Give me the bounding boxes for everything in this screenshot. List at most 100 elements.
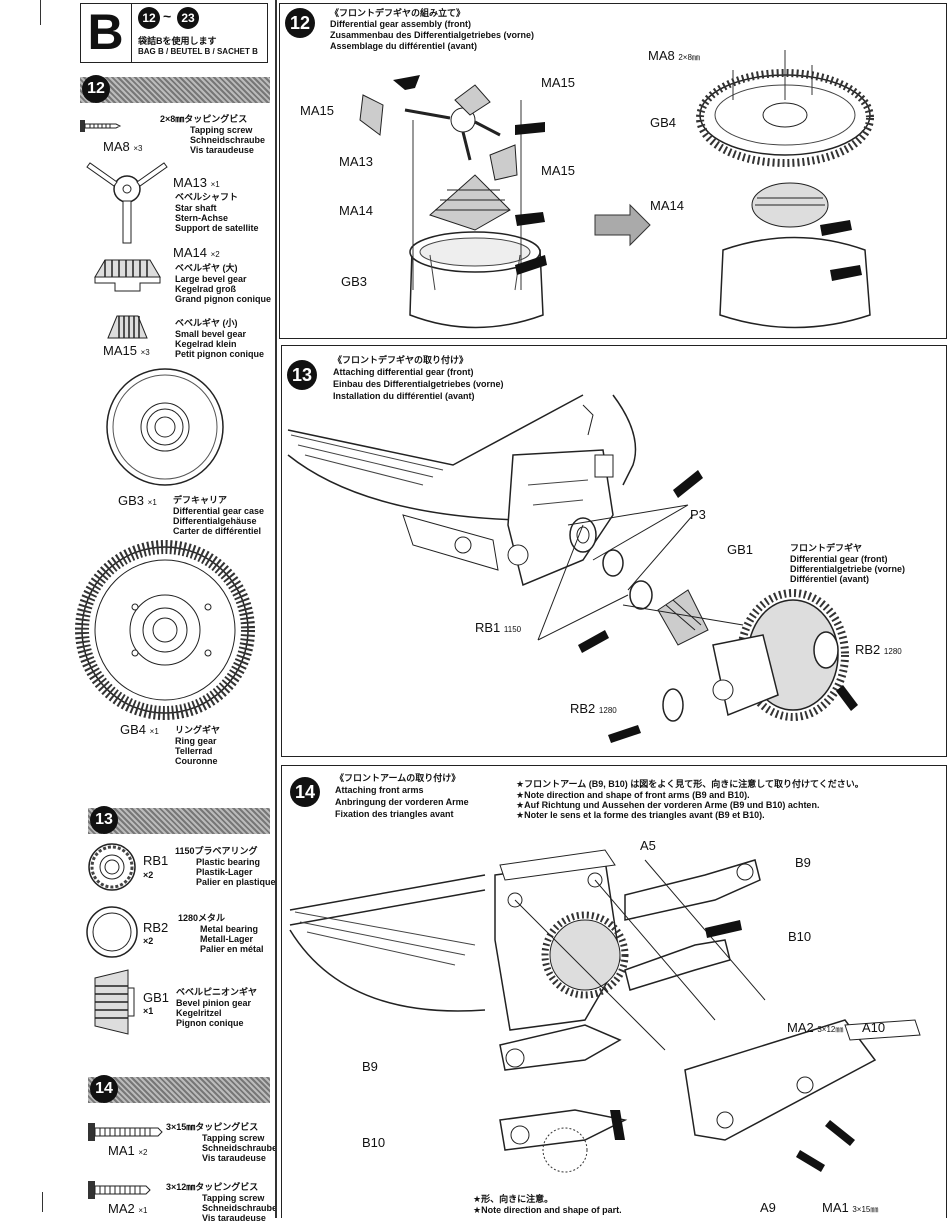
step14-label-b10a: B10: [788, 929, 812, 944]
ma8-code: MA8 ×3: [103, 139, 143, 154]
step12-panel: [279, 3, 947, 339]
gb4-ring-gear-icon: [75, 540, 255, 720]
ma1-de: Schneidschraube: [202, 1143, 278, 1153]
gb3-code: GB3 ×1: [118, 493, 157, 508]
step13-callout-jp: フロントデフギヤ: [790, 543, 863, 553]
rb1-de: Plastik-Lager: [196, 867, 253, 877]
gb1-de: Kegelritzel: [176, 1008, 222, 1018]
rb1-bearing-icon: [88, 843, 136, 891]
bag-letter-box: B: [80, 3, 132, 63]
step14-note-de: ★Auf Richtung und Aussehen der vorderen …: [516, 800, 820, 810]
rb2-fr: Palier en métal: [200, 944, 264, 954]
rb1-size: 1150プラベアリング: [175, 846, 258, 856]
step13-callout-de: Differentialgetriebe (vorne): [790, 564, 906, 574]
ma2-en: Tapping screw: [202, 1193, 265, 1203]
step14-title-de: Anbringung der vorderen Arme: [335, 797, 469, 807]
ma8-fr: Vis taraudeuse: [190, 145, 254, 155]
ma14-en: Large bevel gear: [175, 274, 247, 284]
gb1-en: Bevel pinion gear: [176, 998, 252, 1008]
step13-exploded-diagram: [287, 394, 858, 743]
step12-label-ma13: MA13: [339, 154, 373, 169]
step12-label-ma14b: MA14: [650, 198, 684, 213]
ma15-en: Small bevel gear: [175, 329, 247, 339]
ma1-size: 3×15㎜タッピングビス: [166, 1122, 259, 1132]
ma13-de: Stern-Achse: [175, 213, 229, 223]
step-range-tilde: ~: [163, 8, 172, 24]
ma15-fr: Petit pignon conique: [175, 349, 264, 359]
step13-badge: 13: [287, 360, 317, 390]
step14-label-a5: A5: [640, 838, 656, 853]
step14-badge: 14: [290, 777, 320, 807]
step13-label-p3: P3: [690, 507, 706, 522]
ma8-en: Tapping screw: [190, 125, 253, 135]
step13-callout-fr: Différentiel (avant): [790, 574, 870, 584]
ma1-fr: Vis taraudeuse: [202, 1153, 266, 1163]
step12-label-ma14a: MA14: [339, 203, 373, 218]
step14-note-fr: ★Noter le sens et la forme des triangles…: [516, 810, 765, 820]
gb3-diff-case-icon: [106, 368, 224, 486]
step12-label-gb4: GB4: [650, 115, 677, 130]
step13-title-en: Attaching differential gear (front): [333, 367, 474, 377]
step12-label-ma15a: MA15: [300, 103, 334, 118]
gb1-pinion-icon: [94, 969, 135, 1035]
ma1-code: MA1 ×2: [108, 1143, 148, 1158]
step13-label-rb2b: RB2 1280: [570, 701, 617, 716]
step12-exploded-diagram: [359, 50, 874, 329]
step12-title-de: Zusammenbau des Differentialgetriebes (v…: [330, 30, 535, 40]
step14-label-a9: A9: [760, 1200, 776, 1215]
ma13-en: Star shaft: [175, 203, 217, 213]
step14-bottom-note-jp: ★形、向きに注意。: [473, 1194, 554, 1204]
step12-title-en: Differential gear assembly (front): [330, 19, 472, 29]
gb3-de: Differentialgehäuse: [173, 516, 257, 526]
step12-title-fr: Assemblage du différentiel (avant): [330, 41, 478, 51]
step12-label-ma15c: MA15: [541, 163, 575, 178]
step12-badge: 12: [285, 8, 315, 38]
step14-bottom-note-en: ★Note direction and shape of part.: [473, 1205, 622, 1215]
ma14-fr: Grand pignon conique: [175, 294, 271, 304]
gb1-fr: Pignon conique: [176, 1018, 244, 1028]
rb2-bearing-icon: [86, 906, 138, 958]
ma15-de: Kegelrad klein: [175, 339, 237, 349]
sidebar-step13-bar: 13: [88, 806, 270, 834]
step12-label-ma15b: MA15: [541, 75, 575, 90]
bag-label: BAG B / BEUTEL B / SACHET B: [138, 47, 258, 56]
step14-title-en: Attaching front arms: [335, 785, 424, 795]
sidebar-step12-bar: 12: [80, 75, 270, 103]
bag-letter: B: [87, 4, 124, 60]
rb2-qty: ×2: [143, 936, 154, 946]
step14-note-jp: ★フロントアーム (B9, B10) は図をよく見て形、向きに注意して取り付けて…: [516, 779, 864, 789]
step-to-badge: 23: [177, 7, 199, 29]
step13-title-fr: Installation du différentiel (avant): [333, 391, 475, 401]
gb4-de: Tellerrad: [175, 746, 213, 756]
ma1-screw-icon: [88, 1123, 163, 1141]
step13-label-rb1: RB1 1150: [475, 620, 522, 635]
gb3-en: Differential gear case: [173, 506, 265, 516]
step13-title-de: Einbau des Differentialgetriebes (vorne): [333, 379, 504, 389]
gb1-qty: ×1: [143, 1006, 154, 1016]
gb4-fr: Couronne: [175, 756, 218, 766]
ma2-fr: Vis taraudeuse: [202, 1213, 266, 1223]
step13-label-rb2a: RB2 1280: [855, 642, 902, 657]
rb2-en: Metal bearing: [200, 924, 259, 934]
step13-panel: [281, 345, 947, 757]
ma15-code: MA15 ×3: [103, 343, 150, 358]
margin-line-top: [40, 0, 41, 25]
gb4-jp: リングギヤ: [175, 725, 221, 735]
ma1-en: Tapping screw: [202, 1133, 265, 1143]
rb1-en: Plastic bearing: [196, 857, 261, 867]
step-from-badge: 12: [138, 7, 160, 29]
step14-label-b9b: B9: [362, 1059, 378, 1074]
sidebar-step14-bar: 14: [88, 1075, 270, 1103]
rb1-fr: Palier en plastique: [196, 877, 276, 887]
bag-header-box: [80, 3, 268, 63]
step12-label-ma8: MA8 2×8㎜: [648, 48, 700, 63]
step14-title-jp: 《フロントアームの取り付け》: [335, 773, 461, 783]
margin-line-bottom: [42, 1192, 43, 1212]
step12-label-gb3: GB3: [341, 274, 368, 289]
ma2-code: MA2 ×1: [108, 1201, 148, 1216]
step14-label-b9a: B9: [795, 855, 811, 870]
ma13-jp: ベベルシャフト: [175, 192, 239, 202]
ma14-code: MA14 ×2: [173, 245, 220, 260]
gb4-code: GB4 ×1: [120, 722, 159, 737]
ma8-screw-icon: [80, 120, 122, 132]
